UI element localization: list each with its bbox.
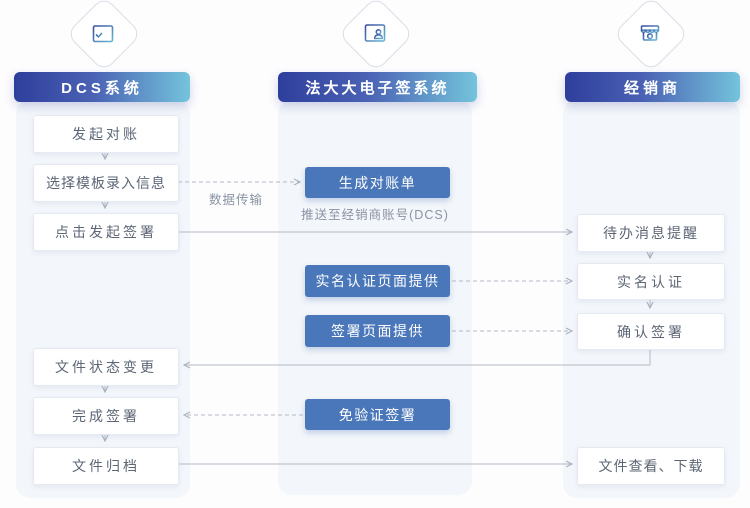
- step-noverify-sign: 免验证签署: [305, 399, 450, 430]
- checklist-icon: [92, 22, 114, 43]
- step-select-template: 选择模板录入信息: [33, 164, 179, 202]
- step-file-status-change: 文件状态变更: [33, 348, 179, 386]
- column-header-dealer: 经销商: [565, 72, 740, 102]
- panel-dcs: [16, 100, 190, 498]
- step-file-archive: 文件归档: [33, 447, 179, 485]
- step-view-download: 文件查看、下载: [577, 447, 725, 485]
- step-sign-page-provide: 签署页面提供: [305, 315, 450, 347]
- label-push-note: 推送至经销商账号(DCS): [301, 208, 449, 222]
- column-header-fadada: 法大大电子签系统: [278, 72, 477, 102]
- step-confirm-sign: 确认签署: [577, 313, 725, 350]
- label-data-transfer: 数据传输: [208, 193, 263, 207]
- step-click-initiate-sign: 点击发起签署: [33, 213, 179, 251]
- store-icon: [640, 25, 660, 41]
- step-generate-statement: 生成对账单: [305, 167, 450, 198]
- idcard-icon: [364, 24, 386, 42]
- step-todo-reminder: 待办消息提醒: [577, 214, 725, 252]
- step-realname-auth: 实名认证: [577, 263, 725, 300]
- step-realname-page-provide: 实名认证页面提供: [305, 265, 450, 297]
- step-complete-sign: 完成签署: [33, 397, 179, 435]
- panel-fadada: [278, 100, 472, 495]
- column-header-dcs: DCS系统: [14, 72, 190, 102]
- step-initiate-reconciliation: 发起对账: [33, 115, 179, 153]
